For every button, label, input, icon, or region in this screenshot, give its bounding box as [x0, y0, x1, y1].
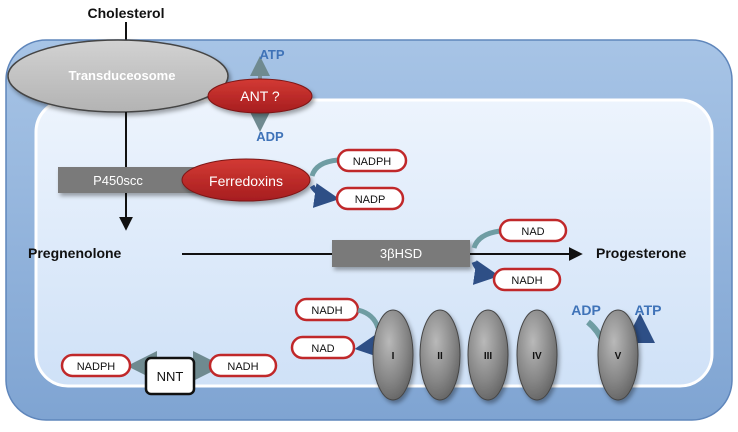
nadph-pill-1 — [336, 148, 408, 173]
adp-top-label: ADP — [256, 129, 284, 144]
hsd-bar — [332, 240, 470, 267]
nad-pill-1 — [498, 218, 568, 243]
nad-label-1: NAD — [521, 226, 544, 238]
atp-top-label: ATP — [259, 47, 284, 62]
p450scc-label: P450scc — [93, 173, 143, 188]
ant-oval — [207, 78, 313, 114]
hsd-cofactor-arrow-in — [471, 228, 501, 249]
ferredoxins-oval — [181, 158, 311, 202]
nadh-label-1: NADH — [511, 275, 542, 287]
nadph-pill-2 — [60, 353, 132, 378]
ferredoxins-label: Ferredoxins — [209, 173, 283, 189]
hsd-label: 3βHSD — [380, 246, 422, 261]
complex-iv-oval — [516, 309, 558, 401]
ant-label: ANT ? — [240, 88, 280, 104]
transduceosome-oval — [7, 39, 229, 113]
nnt-box — [144, 356, 196, 396]
pregnenolone-label: Pregnenolone — [28, 245, 122, 261]
nadp-label: NADP — [355, 194, 386, 206]
adp-right-label: ADP — [571, 302, 601, 318]
complex-i-oval — [372, 309, 414, 401]
nadp-pill — [335, 186, 405, 211]
hsd-cofactor-arrow-out — [471, 260, 500, 285]
nadph-label-2: NADPH — [77, 361, 116, 373]
transduceosome-label: Transduceosome — [69, 68, 176, 83]
nadph-label-1: NADPH — [353, 156, 392, 168]
nadh-pill-3 — [208, 353, 278, 378]
nadh-pill-2 — [294, 297, 360, 322]
nad-label-2: NAD — [311, 343, 334, 355]
complex-iii-oval — [467, 309, 509, 401]
nad-pill-2 — [290, 335, 356, 360]
ferredoxin-cofactor-arrow-in — [309, 157, 339, 177]
nadh-label-3: NADH — [227, 361, 258, 373]
complex-i-arrow-in — [357, 307, 381, 329]
atp-right-label: ATP — [635, 302, 662, 318]
nadh-pill-1 — [492, 267, 562, 292]
nadh-label-2: NADH — [311, 305, 342, 317]
complex-v-label: V — [615, 351, 622, 362]
progesterone-label: Progesterone — [596, 245, 686, 261]
cholesterol-label: Cholesterol — [87, 5, 164, 21]
complex-i-label: I — [392, 351, 395, 362]
nnt-label: NNT — [157, 369, 184, 384]
complex-ii-oval — [419, 309, 461, 401]
complex-iv-label: IV — [532, 351, 542, 362]
ferredoxin-cofactor-arrow-out — [309, 183, 340, 208]
complex-iii-label: III — [484, 351, 493, 362]
complex-ii-label: II — [437, 351, 443, 362]
complex-v-oval — [597, 309, 639, 401]
